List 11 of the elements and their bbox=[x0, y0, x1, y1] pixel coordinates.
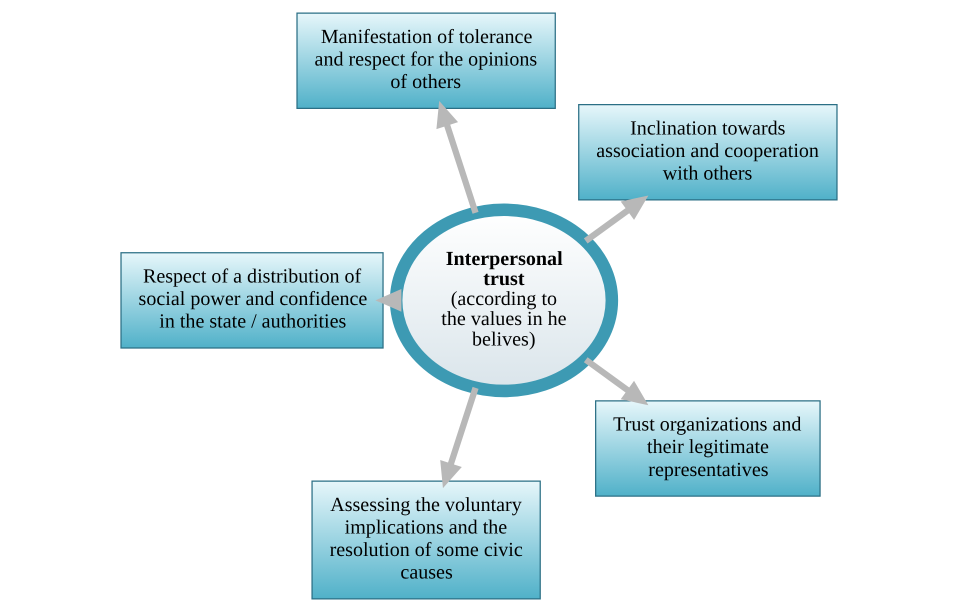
arrow bbox=[374, 288, 401, 312]
node-box: Inclination towards association and cooperation with others bbox=[578, 104, 838, 201]
node-box: Assessing the voluntary implications and the resolution of some civic causes bbox=[310, 480, 540, 600]
arrow bbox=[436, 100, 478, 214]
arrow bbox=[583, 195, 648, 244]
node-ellipse: Interpersonal trust (according to the values in he belives) bbox=[389, 204, 618, 398]
node-box: Manifestation of tolerance and respect for the opinions of others bbox=[296, 12, 556, 109]
node-box: Respect of a distribution of social power and confidence in the state / authorities bbox=[120, 252, 384, 349]
arrow bbox=[440, 386, 478, 488]
arrow bbox=[583, 357, 648, 406]
node-box: Trust organizations and their legitimate representatives bbox=[594, 400, 820, 497]
